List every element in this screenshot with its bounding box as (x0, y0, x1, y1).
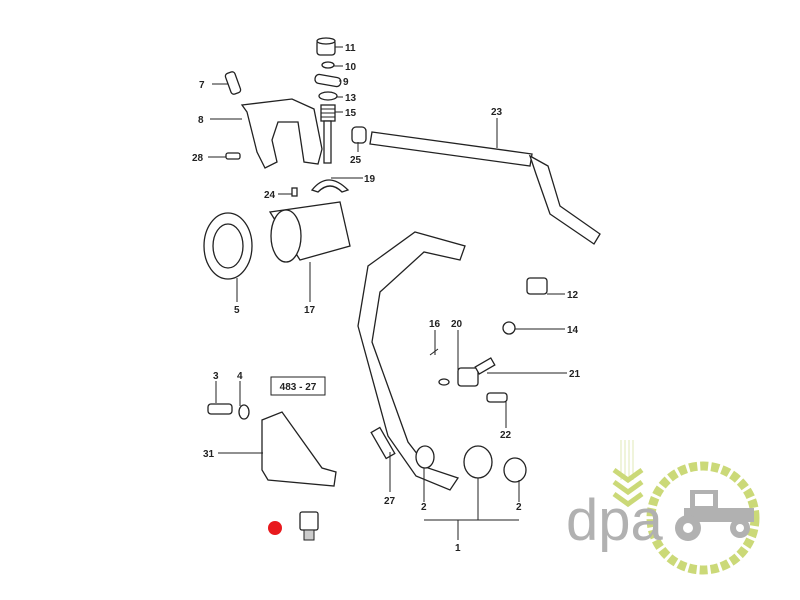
label-20: 20 (451, 319, 463, 330)
label-27: 27 (384, 496, 396, 507)
part-28-screw (225, 152, 241, 160)
part-12-clevis (526, 277, 548, 295)
part-17-sleeve (268, 201, 351, 263)
part-20-washer (438, 378, 450, 386)
part-11-cap (316, 37, 336, 56)
part-10-nut (321, 61, 335, 69)
label-24: 24 (264, 190, 276, 201)
part-25-bushing (351, 126, 367, 144)
label-1: 1 (455, 543, 461, 554)
label-23: 23 (491, 107, 503, 118)
reference-box: 483 - 27 (270, 376, 326, 396)
part-24-nipple (291, 187, 298, 197)
part-14-nut (502, 321, 516, 335)
part-9-pin (314, 73, 342, 88)
label-11: 11 (345, 43, 356, 54)
dpa-logo: dpa (566, 440, 760, 575)
label-15: 15 (345, 108, 357, 119)
label-19: 19 (364, 174, 376, 185)
tractor-icon (675, 490, 754, 541)
highlight-marker (268, 521, 282, 535)
part-3-bolt (207, 403, 233, 415)
part-31-bracket (261, 411, 337, 487)
part-23-shaft (369, 131, 601, 245)
label-9: 9 (343, 77, 349, 88)
part-19-rod (310, 120, 350, 193)
logo-text: dpa (566, 488, 664, 553)
label-16: 16 (429, 319, 441, 330)
leader-lines (208, 46, 567, 540)
part-7-bolt (224, 71, 242, 95)
label-17: 17 (304, 305, 316, 316)
label-14: 14 (567, 325, 579, 336)
label-8: 8 (198, 115, 204, 126)
label-28: 28 (192, 153, 204, 164)
label-5: 5 (234, 305, 240, 316)
label-12: 12 (567, 290, 579, 301)
part-22-pin (486, 392, 508, 403)
part-switch (299, 511, 319, 541)
label-4: 4 (237, 371, 243, 382)
label-3: 3 (213, 371, 219, 382)
part-15-spring (320, 104, 336, 122)
part-16-pin (429, 348, 439, 356)
reference-box-label: 483 - 27 (280, 382, 317, 393)
part-2-bushings (415, 445, 527, 483)
label-2-right: 2 (516, 502, 522, 513)
label-13: 13 (345, 93, 357, 104)
label-10: 10 (345, 62, 357, 73)
label-2-left: 2 (421, 502, 427, 513)
label-7: 7 (199, 80, 205, 91)
label-25: 25 (350, 155, 362, 166)
part-4-washer (238, 404, 250, 420)
part-21-adjuster (457, 357, 496, 387)
label-22: 22 (500, 430, 512, 441)
label-31: 31 (203, 449, 215, 460)
part-13-washer (318, 91, 338, 101)
part-pedal (357, 231, 466, 491)
part-8-lever (240, 98, 323, 169)
label-21: 21 (569, 369, 581, 380)
part-5-ring (203, 212, 253, 280)
